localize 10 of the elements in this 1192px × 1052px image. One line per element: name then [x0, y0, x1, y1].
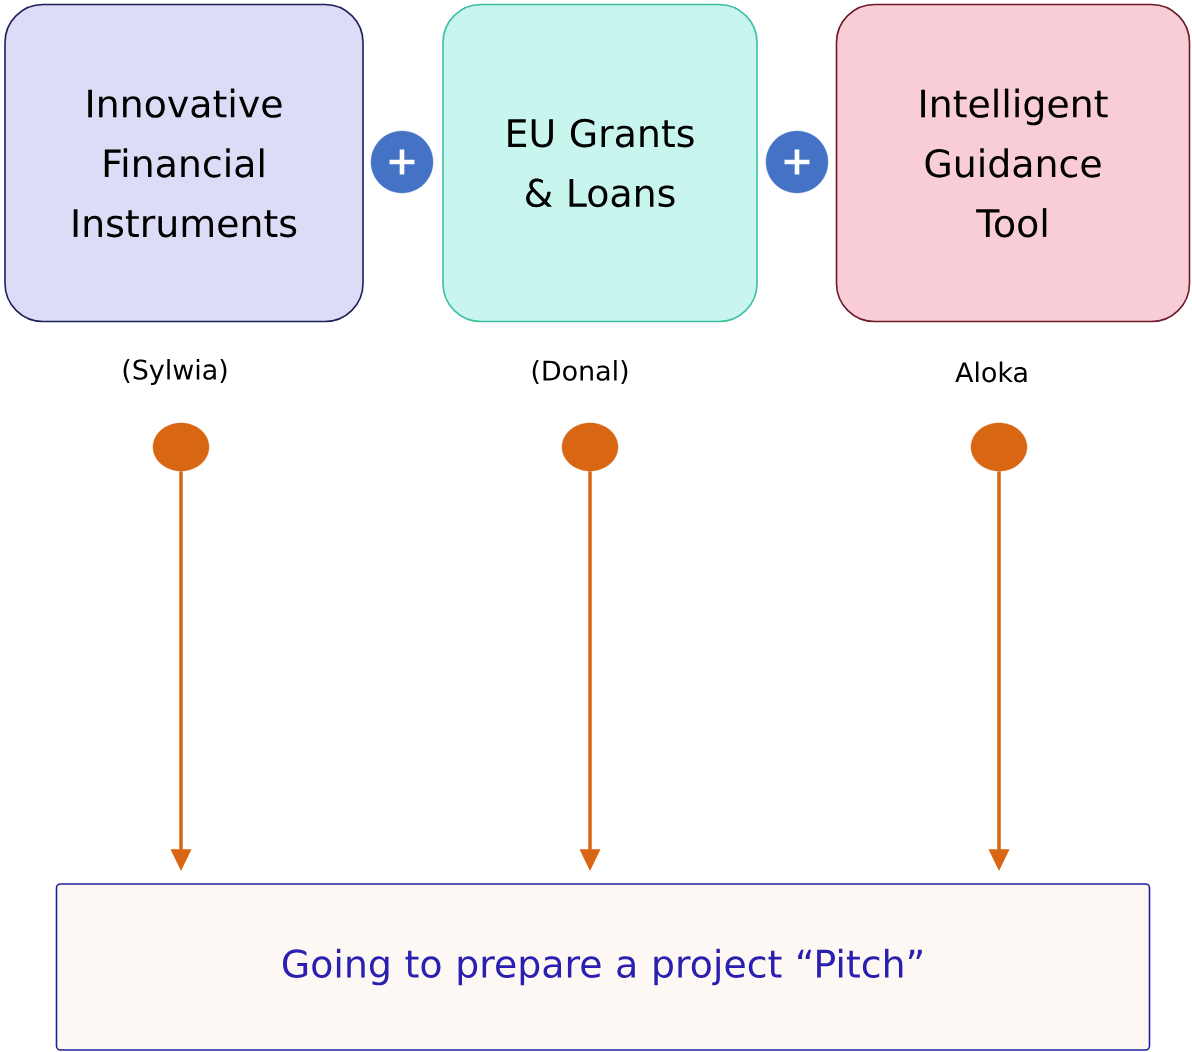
- person-name: (Sylwia): [123, 359, 227, 385]
- dot: [561, 422, 619, 472]
- rounded-box: Intelligent Guidance Tool: [835, 3, 1191, 323]
- dot: [152, 422, 210, 472]
- person-name: Aloka: [955, 361, 1027, 383]
- process-box: Going to prepare a project “Pitch”: [55, 883, 1151, 1051]
- dot: [970, 422, 1028, 472]
- rounded-box: Innovative Financial Instruments: [4, 3, 364, 323]
- person-name: (Donal): [532, 360, 628, 384]
- rounded-box: EU Grants & Loans: [442, 3, 758, 323]
